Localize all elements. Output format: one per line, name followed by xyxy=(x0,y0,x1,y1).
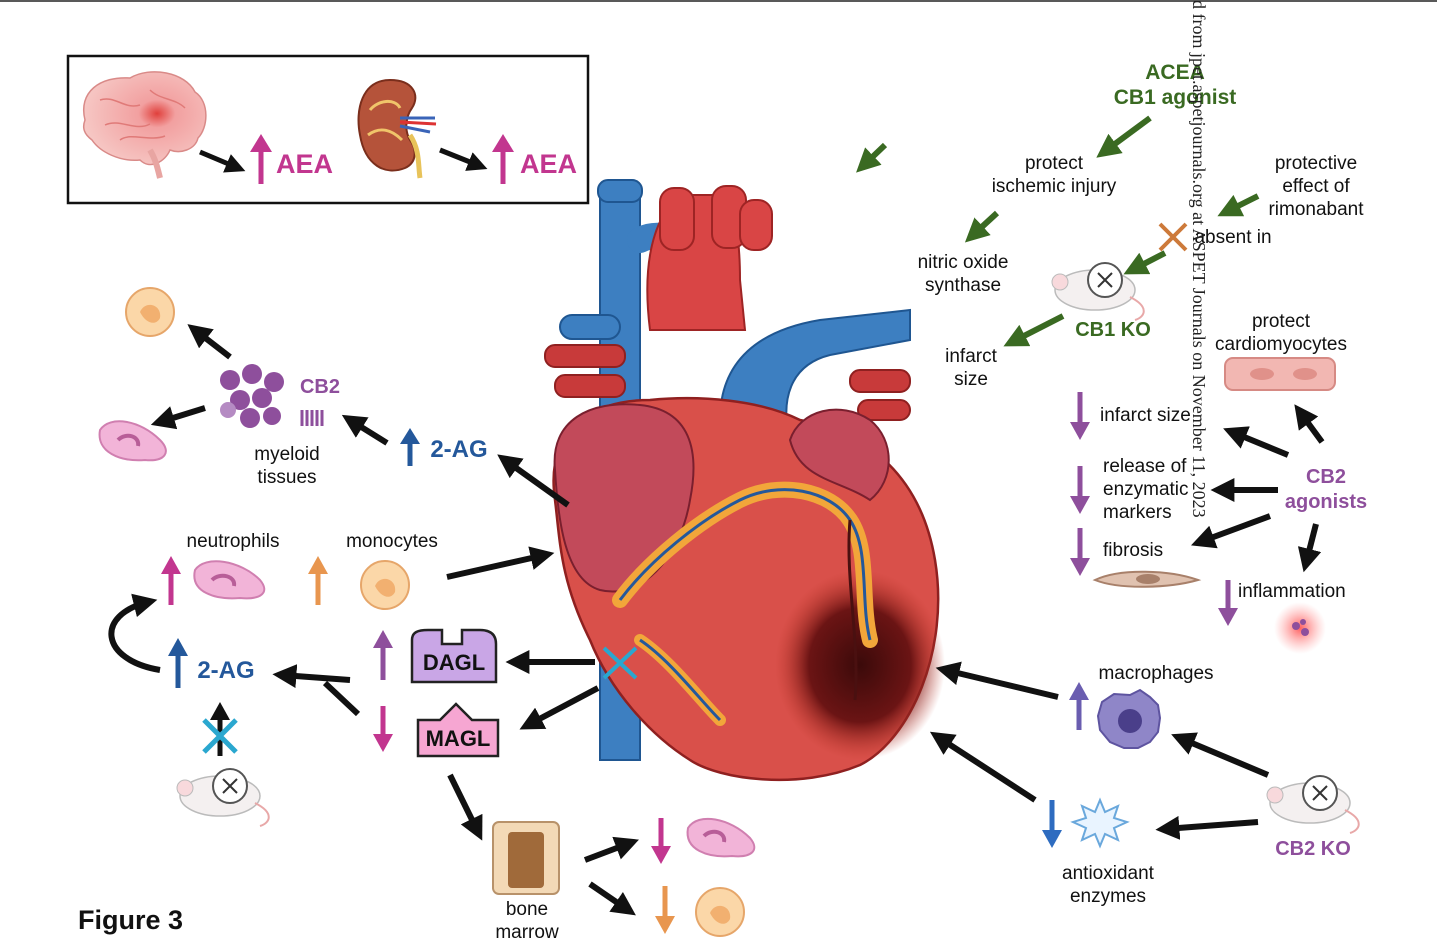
brain-icon xyxy=(82,71,207,179)
monocyte-cell-icon xyxy=(125,287,175,337)
rimonabant-label: protective effect of rimonabant xyxy=(1268,153,1364,220)
arrow-up-icon xyxy=(250,134,272,184)
arrow-icon xyxy=(199,149,246,173)
heart-icon xyxy=(544,179,945,782)
protect-ischemic-label: protect ischemic injury xyxy=(991,153,1117,197)
neutrophil-cell-icon xyxy=(193,560,266,600)
fibroblast-icon xyxy=(1092,570,1202,588)
x-mark-icon xyxy=(1158,222,1188,252)
inflammation-icon xyxy=(1274,602,1326,654)
monocyte-cell-icon xyxy=(695,887,745,937)
two-ag-left-label: 2-AG xyxy=(197,657,255,684)
x-mark-icon xyxy=(222,778,238,794)
figure-label: Figure 3 xyxy=(78,905,184,935)
two-ag-top-label: 2-AG xyxy=(430,436,488,463)
cb2-ko-label: CB2 KO xyxy=(1275,838,1351,860)
dagl-label: DAGL xyxy=(422,650,486,675)
bone-marrow-label: bone marrow xyxy=(495,899,559,943)
mouse-icon xyxy=(1051,262,1145,321)
magl-label: MAGL xyxy=(425,726,491,751)
x-mark-icon xyxy=(1312,785,1328,801)
cardiomyocyte-icon xyxy=(1224,357,1336,391)
green-arrows xyxy=(856,115,1260,347)
receptor-icon xyxy=(300,410,324,426)
cb2-label: CB2 xyxy=(299,376,340,398)
download-stamp: d from jpet.aspetjournals.org at ASPET J… xyxy=(1189,0,1209,518)
mouse-icon xyxy=(1266,775,1360,834)
x-mark-icon xyxy=(602,646,638,680)
antioxidant-label: antioxidant enzymes xyxy=(1062,863,1154,907)
dagl-enzyme-shape xyxy=(410,628,498,684)
bone-marrow-icon xyxy=(492,821,560,895)
magl-enzyme-shape xyxy=(416,702,500,758)
neutrophil-cell-icon xyxy=(686,818,756,858)
x-mark-icon xyxy=(1097,272,1113,288)
cb1-agonist-label: ACEA CB1 agonist xyxy=(1113,61,1237,109)
absent-in-label: absent in xyxy=(1194,227,1272,248)
monocytes-label: monocytes xyxy=(346,531,438,552)
regulation-arrows xyxy=(161,392,1238,934)
kidney-icon xyxy=(357,78,437,179)
neutrophils-label: neutrophils xyxy=(186,531,280,552)
cb1-ko-label: CB1 KO xyxy=(1075,319,1151,341)
macrophage-icon xyxy=(1096,688,1162,749)
infarct-size-cb2-label: infarct size xyxy=(1100,405,1191,426)
black-arrows xyxy=(108,324,1325,916)
aea-kidney-label: AEA xyxy=(520,149,578,179)
nitric-oxide-label: nitric oxide synthase xyxy=(917,252,1009,296)
neutrophil-cell-icon xyxy=(98,420,167,462)
fibrosis-label: fibrosis xyxy=(1103,540,1164,561)
protect-cardiomyocytes-label: protect cardiomyocytes xyxy=(1215,311,1347,355)
macrophages-label: macrophages xyxy=(1098,663,1214,684)
myeloid-cells-icon xyxy=(220,364,284,428)
antioxidant-enzyme-icon xyxy=(1070,797,1130,849)
aea-brain-label: AEA xyxy=(276,149,334,179)
infarct-size-cb1-label: infarct size xyxy=(945,346,997,390)
monocyte-cell-icon xyxy=(360,560,410,610)
arrow-up-icon xyxy=(492,134,514,184)
release-markers-label: release of enzymatic markers xyxy=(1103,456,1189,523)
cb2-agonists-label: CB2 agonists xyxy=(1284,466,1368,513)
arrow-icon xyxy=(439,147,488,171)
x-mark-icon xyxy=(202,718,238,754)
mouse-icon xyxy=(176,768,270,827)
inflammation-label: inflammation xyxy=(1238,581,1346,602)
myeloid-tissues-label: myeloid tissues xyxy=(254,444,320,488)
